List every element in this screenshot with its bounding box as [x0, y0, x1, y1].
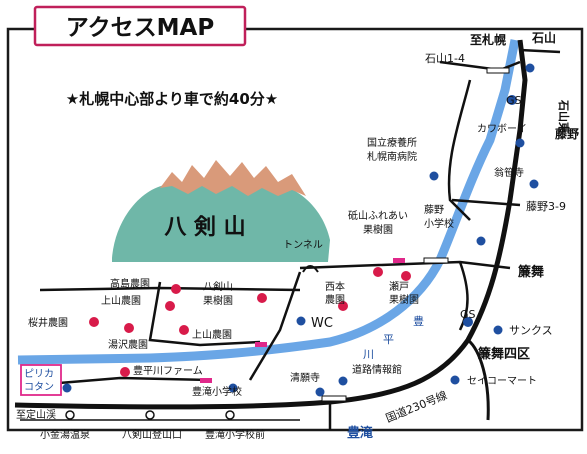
label-toyotaki-school: 豊滝小学校 — [192, 385, 242, 398]
tunnel-label: トンネル — [283, 239, 323, 251]
farm-dot-kamiyama — [165, 301, 175, 311]
river-label-3: 川 — [363, 348, 374, 361]
farm-dot-takashima — [171, 284, 181, 294]
marker-pink-2 — [255, 342, 267, 347]
poi-seicomart — [450, 375, 460, 385]
mountain-name: 八 剣 山 — [164, 215, 245, 240]
label-ishiyama: 石山 — [531, 30, 556, 45]
label-fujino-school-1: 藤野 — [424, 204, 444, 216]
label-ishiyama-farm-2: 果樹園 — [363, 223, 393, 236]
label-toyohira-farm: 豊平川ファーム — [133, 364, 203, 377]
stop-kogane — [65, 410, 75, 420]
bridge-hoshiki — [423, 257, 449, 264]
label-hospital-2: 札幌南病院 — [367, 150, 417, 163]
map-title: アクセスMAP — [66, 15, 214, 41]
poi-seiganji — [315, 387, 325, 397]
farm-dot-sakurai — [89, 317, 99, 327]
river-label-2: 平 — [383, 333, 394, 346]
stop-hakkenzan — [145, 410, 155, 420]
poi-toyotaki-school — [228, 383, 238, 393]
road-hoshiki — [458, 261, 469, 331]
poi-sunkus — [493, 325, 503, 335]
poi-hospital — [429, 171, 439, 181]
label-kamiyama: 上山農園 — [101, 294, 141, 307]
river-toyohira — [17, 39, 520, 365]
marker-pink-1 — [393, 258, 405, 263]
farm-dot-ishiyama — [373, 267, 383, 277]
poi-temple — [529, 179, 539, 189]
label-michi-info: 道路情報館 — [352, 363, 402, 376]
gs-dot-1 — [507, 95, 517, 105]
label-takashima: 高島農園 — [110, 277, 150, 290]
farm-dot-seto — [401, 271, 411, 281]
label-hoshiki4: 簾舞四区 — [478, 346, 530, 362]
label-seto-2: 果樹園 — [389, 293, 419, 306]
farm-dot-yuzawa — [124, 323, 134, 333]
label-temple: 翁笹寺 — [494, 166, 524, 179]
road-fujino-39 — [451, 198, 521, 207]
label-ishiyama-east: 石山東 — [557, 99, 571, 134]
mountain-peaks — [160, 160, 306, 196]
road-fujino-inner — [447, 79, 472, 221]
label-nishimoto-1: 西本 — [325, 280, 345, 293]
poi-fujino-school — [476, 236, 486, 246]
label-ishiyama-farm-1: 砥山ふれあい — [348, 209, 408, 222]
label-sunkus: サンクス — [509, 324, 553, 337]
label-hakkenzan-farm-1: 八剣山 — [203, 281, 233, 293]
farm-dot-kamiyama2 — [179, 325, 189, 335]
label-fujino-school-2: 小学校 — [424, 217, 454, 230]
label-wc: WC — [311, 316, 333, 331]
farm-dot-toyohira — [120, 367, 130, 377]
label-seicomart: セイコーマート — [467, 375, 537, 387]
road-ishiyama-east — [519, 48, 561, 54]
bridge-ishiyama — [486, 67, 510, 74]
river-label-1: 豊 — [413, 315, 424, 328]
label-to-sapporo: 至札幌 — [470, 32, 506, 47]
label-to-jozankei: 至定山渓 — [16, 408, 56, 421]
pirika-box — [20, 364, 62, 396]
poi-pirika — [62, 383, 72, 393]
label-toyotaki: 豊滝 — [347, 425, 373, 441]
route-230 — [14, 39, 528, 410]
label-pirika-1: ピリカ — [24, 368, 54, 380]
label-hakkenzan-trail: 八剣山登山口 — [122, 428, 182, 441]
label-hoshiki: 簾舞 — [518, 264, 544, 280]
label-ishiyama-14: 石山1-4 — [425, 52, 465, 65]
road-farm-mid — [148, 281, 261, 347]
farm-dot-hakkenzan — [257, 293, 267, 303]
label-pirika-2: コタン — [24, 381, 54, 393]
label-toyotaki-field: 豊滝小学校前 — [205, 428, 265, 441]
bridge-toyotaki — [321, 395, 347, 402]
label-kamiyama2: 上山農園 — [192, 328, 232, 341]
poi-michi-info — [338, 376, 348, 386]
poi-ishiyama — [525, 63, 535, 73]
label-sakurai: 桜井農園 — [28, 316, 68, 329]
label-seiganji: 清願寺 — [290, 371, 320, 384]
label-hospital-1: 国立療養所 — [367, 136, 417, 149]
label-fujino-39: 藤野3-9 — [526, 200, 566, 213]
label-kogane-onsen: 小金湯温泉 — [40, 428, 90, 441]
gs-label-1: GS — [506, 94, 522, 107]
road-south — [466, 338, 490, 421]
road-farm-lower — [34, 376, 211, 387]
road-farm-east — [248, 271, 302, 381]
poi-kawaboi — [515, 138, 525, 148]
gs-label-2: GS — [460, 308, 476, 321]
subtitle: ★札幌中心部より車で約40分★ — [66, 90, 278, 108]
stop-toyotaki — [225, 410, 235, 420]
marker-pink-3 — [200, 378, 212, 383]
gs-dot-2 — [463, 317, 473, 327]
label-seto-1: 瀬戸 — [389, 281, 409, 293]
label-hakkenzan-farm-2: 果樹園 — [203, 294, 233, 307]
poi-wc — [296, 316, 306, 326]
mountain-shape — [112, 180, 330, 262]
label-fujino: 藤野 — [554, 126, 579, 141]
title-box — [33, 5, 247, 47]
label-yuzawa: 湯沢農園 — [108, 338, 148, 351]
farm-dot-nishimoto — [338, 301, 348, 311]
label-kawaboi: カワボーイ — [477, 123, 527, 135]
label-nishimoto-2: 農園 — [325, 293, 345, 306]
